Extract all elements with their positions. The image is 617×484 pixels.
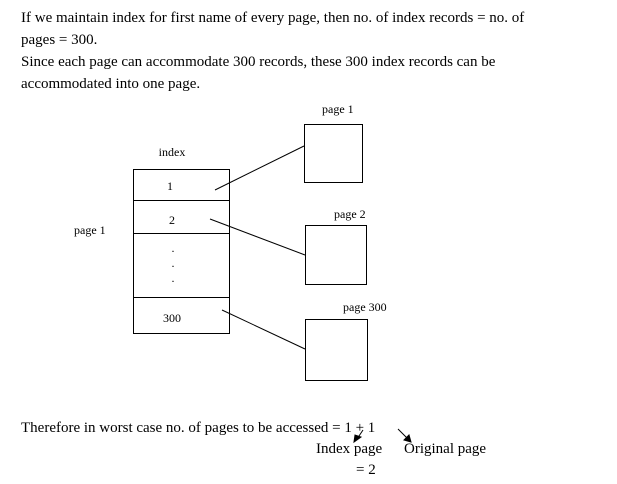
intro-line-2: pages = 300. bbox=[21, 32, 98, 48]
intro-line-1: If we maintain index for first name of e… bbox=[21, 10, 525, 26]
result-value: = 2 bbox=[356, 462, 376, 478]
index-cell-1: 1 bbox=[167, 179, 173, 193]
index-ellipsis-dot: . bbox=[172, 271, 175, 285]
index-page-caption: Index page bbox=[316, 441, 383, 457]
connector-index-300-to-page-300 bbox=[221, 309, 306, 350]
connector-index-2-to-page-2 bbox=[209, 218, 306, 256]
index-table-border bbox=[133, 169, 230, 334]
left-page-label: page 1 bbox=[74, 223, 106, 237]
intro-line-4: accommodated into one page. bbox=[21, 76, 201, 92]
arrow-head-icon bbox=[353, 434, 363, 444]
page-box-300 bbox=[305, 319, 368, 381]
arrow-head-icon bbox=[403, 434, 412, 443]
index-table bbox=[133, 169, 230, 334]
conclusion-text: Therefore in worst case no. of pages to … bbox=[21, 420, 376, 436]
page-label-1: page 1 bbox=[322, 102, 354, 116]
page-box-1 bbox=[304, 124, 363, 183]
page-box-2 bbox=[305, 225, 367, 285]
page-label-300: page 300 bbox=[343, 300, 387, 314]
intro-line-3: Since each page can accommodate 300 reco… bbox=[21, 54, 496, 70]
original-page-caption: Original page bbox=[404, 441, 487, 457]
index-ellipsis-dot: . bbox=[172, 241, 175, 255]
connector-index-1-to-page-1 bbox=[214, 145, 305, 191]
index-cell-300: 300 bbox=[163, 311, 181, 325]
index-cell-2: 2 bbox=[169, 213, 175, 227]
page-label-2: page 2 bbox=[334, 207, 366, 221]
index-ellipsis-dot: . bbox=[172, 256, 175, 270]
index-label: index bbox=[159, 145, 186, 159]
